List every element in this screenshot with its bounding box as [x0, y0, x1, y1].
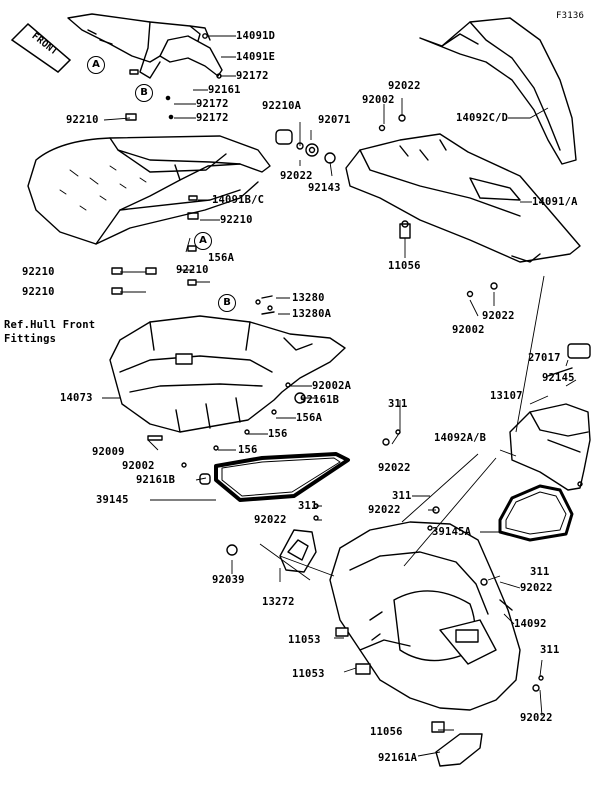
hull-front-14073 [109, 245, 346, 485]
part-label: 13280 [292, 292, 325, 304]
part-label: 311 [392, 490, 412, 502]
part-label: 92022 [388, 80, 421, 92]
part-label: 311 [530, 566, 550, 578]
cover-13272 [226, 503, 319, 573]
part-label: 92022 [368, 504, 401, 516]
figure-code: F3136 [556, 11, 585, 21]
part-label: 92172 [196, 98, 229, 110]
gasket-39145 [214, 452, 350, 502]
part-label: 92161 [208, 84, 241, 96]
part-label: 11056 [388, 260, 421, 272]
part-label: 92161B [136, 474, 176, 486]
part-label: 92022 [520, 582, 553, 594]
side-cover-14092c [419, 17, 577, 165]
part-label: 92002 [362, 94, 395, 106]
part-label: 14073 [60, 392, 93, 404]
part-label: 92210A [262, 100, 302, 112]
callout-b-mid: B [218, 294, 236, 312]
top-cover-14091d [67, 13, 223, 120]
part-label: 39145A [432, 526, 472, 538]
part-label: 92022 [280, 170, 313, 182]
part-label: 92172 [236, 70, 269, 82]
part-label: 39145 [96, 494, 129, 506]
part-label: 92002A [312, 380, 352, 392]
part-label: 13280A [292, 308, 332, 320]
pad-92161a [435, 733, 483, 767]
part-label: 92022 [254, 514, 287, 526]
part-label: 311 [388, 398, 408, 410]
part-label: 92161A [378, 752, 418, 764]
callout-a-top: A [87, 56, 105, 74]
part-label: 92172 [196, 112, 229, 124]
part-label: 311 [540, 644, 560, 656]
part-label: 92210 [66, 114, 99, 126]
part-label: 156A [208, 252, 235, 264]
part-label: 92022 [520, 712, 553, 724]
callout-a-mid: A [194, 232, 212, 250]
part-label: 14092C/D [456, 112, 509, 124]
part-label: 92022 [482, 310, 515, 322]
part-label: 156A [296, 412, 323, 424]
small-fittings [275, 114, 498, 298]
part-label: 14091E [236, 51, 276, 63]
reference-note: Ref.Hull Front Fittings [4, 319, 96, 345]
part-label: 11053 [292, 668, 325, 680]
part-label: 92039 [212, 574, 245, 586]
part-label: 14091/A [532, 196, 578, 208]
part-label: 156 [238, 444, 258, 456]
part-label: 92002 [452, 324, 485, 336]
part-label: 14092A/B [434, 432, 487, 444]
part-label: 156 [268, 428, 288, 440]
leader-lines [102, 35, 577, 757]
part-label: 311 [298, 500, 318, 512]
part-label: 92210 [220, 214, 253, 226]
part-label: 92210 [176, 264, 209, 276]
part-label: 92009 [92, 446, 125, 458]
deck-14092 [329, 429, 544, 733]
part-label: 13272 [262, 596, 295, 608]
front-arrow [10, 22, 72, 73]
part-label: 92022 [378, 462, 411, 474]
part-label: 14091D [236, 30, 276, 42]
part-label: 92210 [22, 286, 55, 298]
part-label: 11053 [288, 634, 321, 646]
part-label: 92143 [308, 182, 341, 194]
part-label: 11056 [370, 726, 403, 738]
bin-14092a [498, 343, 591, 542]
part-label: 92002 [122, 460, 155, 472]
part-label: 92210 [22, 266, 55, 278]
part-label: 14091B/C [212, 194, 265, 206]
part-label: 14092 [514, 618, 547, 630]
part-label: 92071 [318, 114, 351, 126]
part-label: 27017 [528, 352, 561, 364]
hood-14091b [27, 113, 271, 245]
side-cover-14091 [345, 133, 581, 263]
part-label: 92145 [542, 372, 575, 384]
part-label: 92161B [300, 394, 340, 406]
part-label: 13107 [490, 390, 523, 402]
callout-b-top: B [135, 84, 153, 102]
